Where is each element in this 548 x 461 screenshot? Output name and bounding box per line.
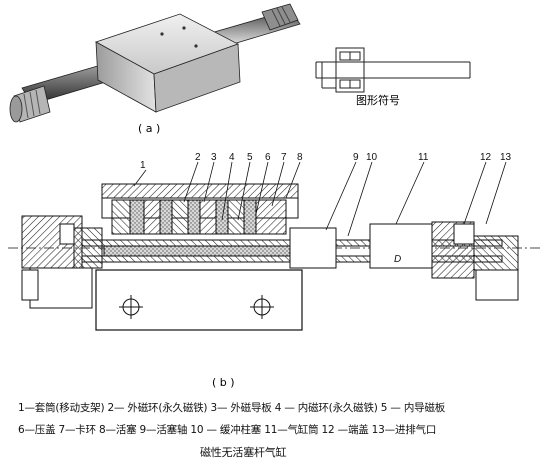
callout-numbers: 1 2 3 4 5 6 7 8 9 10 11 12 13 D — [140, 152, 512, 265]
mount-hole-left — [119, 295, 143, 319]
callout-7: 7 — [281, 152, 287, 163]
graphic-symbol — [315, 47, 471, 93]
cylinder-photo — [9, 3, 301, 123]
callout-11: 11 — [418, 152, 429, 163]
callout-5: 5 — [247, 152, 253, 163]
symbol-caption: 图形符号 — [356, 94, 400, 107]
legend-line-1: 1—套筒(移动支架) 2— 外磁环(永久磁铁) 3— 外磁导板 4 — 内磁环(… — [18, 402, 446, 414]
callout-1: 1 — [140, 160, 146, 171]
callout-9: 9 — [353, 152, 359, 163]
callout-8: 8 — [297, 152, 303, 163]
photo-caption: ( a ) — [138, 122, 160, 135]
section-marker: D — [394, 254, 401, 265]
callout-4: 4 — [229, 152, 235, 163]
sleeve-top — [101, 183, 299, 199]
callout-6: 6 — [265, 152, 271, 163]
section-drawing — [8, 161, 540, 331]
figure-title: 磁性无活塞杆气缸 — [200, 446, 287, 459]
callout-3: 3 — [211, 152, 217, 163]
callout-2: 2 — [195, 152, 201, 163]
mount-hole-right — [250, 295, 274, 319]
section-caption: ( b ) — [212, 376, 235, 389]
callout-12: 12 — [480, 152, 492, 163]
legend-line-2: 6—压盖 7—卡环 8—活塞 9—活塞轴 10 — 缓冲柱塞 11—气缸筒 12… — [18, 424, 437, 436]
callout-10: 10 — [366, 152, 378, 163]
callout-13: 13 — [500, 152, 512, 163]
